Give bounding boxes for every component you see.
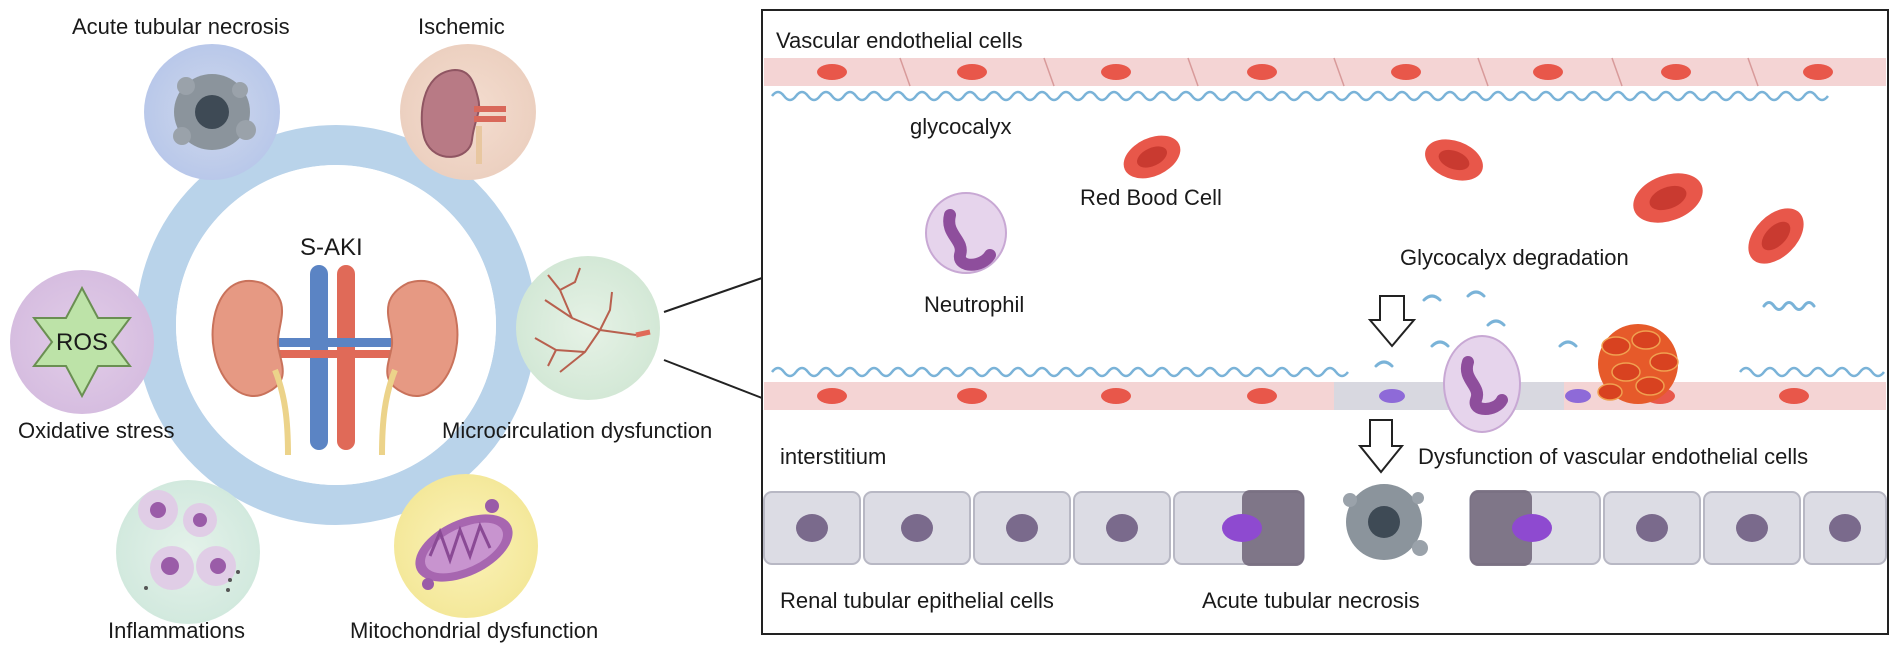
label-acute-tubular-necrosis: Acute tubular necrosis (1202, 588, 1420, 613)
zoom-connector-bottom (663, 359, 763, 399)
right-panel: Vascular endothelial cells glycocalyx Re… (761, 9, 1889, 635)
mechanism-label: Oxidative stress (18, 418, 175, 443)
mitochondria-icon (415, 499, 513, 590)
label-neutrophil: Neutrophil (924, 292, 1024, 317)
mechanism-microcirculation-dysfunction: Microcirculation dysfunction (442, 256, 712, 443)
zoom-connector-top (663, 277, 763, 313)
ros-star-icon: ROS (32, 285, 132, 399)
label-interstitium: interstitium (780, 444, 886, 469)
mechanism-inflammations: Inflammations (108, 480, 260, 643)
glycocalyx-fragments (1374, 290, 1816, 368)
necrotic-cell-icon (1343, 484, 1428, 560)
label-renal-tubular-epithelial: Renal tubular epithelial cells (780, 588, 1054, 613)
kidneys-illustration: S-AKI (211, 234, 459, 456)
inflammatory-cells-icon (138, 490, 240, 592)
top-glycocalyx-wave (771, 90, 1829, 102)
renal-tubular-epithelium (763, 484, 1887, 566)
ischemic-kidney-icon (420, 68, 506, 164)
mechanism-label: Inflammations (108, 618, 245, 643)
neutrophil-icon (925, 192, 1007, 274)
rbc-aggregate-icon (1597, 324, 1679, 404)
adherent-neutrophil-icon (1443, 335, 1521, 433)
label-glycocalyx-degradation: Glycocalyx degradation (1400, 245, 1629, 270)
mechanism-label: Acute tubular necrosis (72, 14, 290, 39)
label-vascular-endothelial-cells: Vascular endothelial cells (776, 28, 1023, 53)
central-ring (136, 125, 536, 525)
mechanism-ischemic: Ischemic (400, 14, 536, 180)
ros-text: ROS (56, 329, 108, 356)
mechanism-mitochondrial-dysfunction: Mitochondrial dysfunction (350, 474, 598, 643)
label-dysfunction-endothelial: Dysfunction of vascular endothelial cell… (1418, 444, 1808, 469)
label-red-blood-cell: Red Bood Cell (1080, 185, 1222, 210)
left-panel: S-AKI Acute tubular (10, 14, 763, 643)
mechanism-acute-tubular-necrosis: Acute tubular necrosis (72, 14, 290, 180)
bottom-glycocalyx-wave-left (771, 366, 1349, 378)
mechanism-label: Ischemic (418, 14, 505, 39)
top-endothelium (764, 57, 1886, 102)
mechanism-label: Microcirculation dysfunction (442, 418, 712, 443)
mechanism-oxidative-stress: ROS Oxidative stress (10, 270, 175, 443)
necrotic-cell-icon (173, 74, 256, 150)
down-arrow-icon (1357, 419, 1405, 474)
label-glycocalyx: glycocalyx (910, 114, 1011, 139)
mechanism-label: Mitochondrial dysfunction (350, 618, 598, 643)
capillary-network-icon (534, 267, 651, 373)
bottom-glycocalyx-wave-right (1739, 366, 1885, 378)
down-arrow-icon (1367, 295, 1417, 348)
center-label: S-AKI (300, 234, 363, 261)
